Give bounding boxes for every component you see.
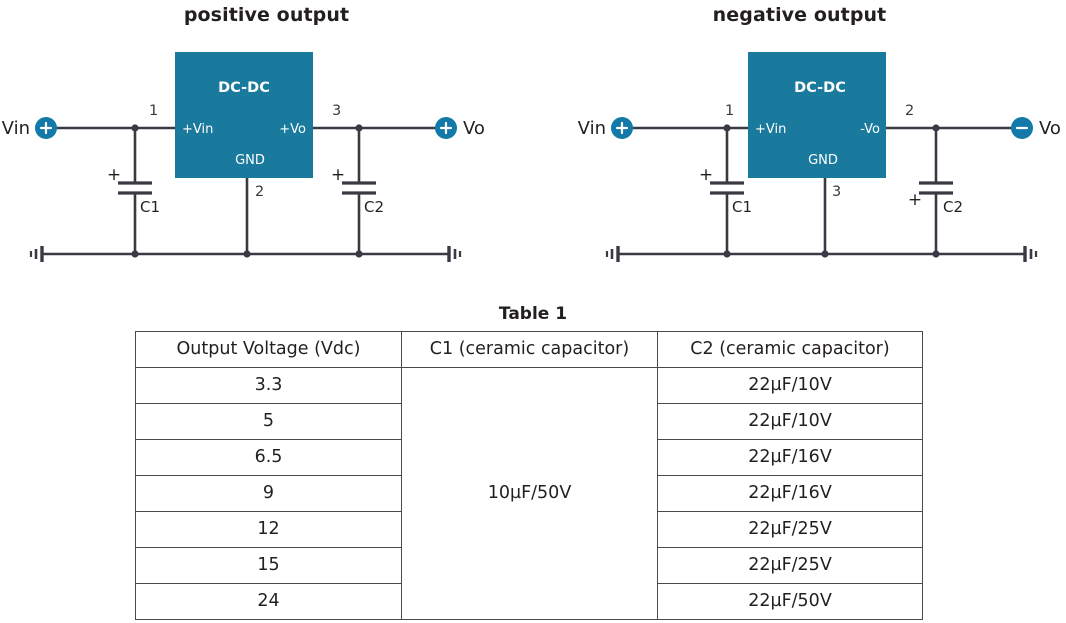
c1-label-negative: C1	[732, 198, 752, 216]
c2-polarity-sign-negative: +	[908, 190, 922, 210]
cell-c2-value: 22µF/50V	[657, 583, 923, 620]
ic-pin-gnd-label-positive: GND	[235, 153, 265, 168]
c1-polarity-sign-positive: +	[107, 165, 121, 185]
cell-output-voltage: 12	[135, 511, 402, 548]
junction-dot	[932, 124, 940, 132]
table-row: 6.5 22µF/16V	[135, 439, 923, 476]
junction-dot	[243, 250, 251, 258]
vin-terminal-label-negative: Vin	[578, 118, 606, 139]
cell-output-voltage: 5	[135, 403, 402, 440]
vout-terminal-badge-negative	[1011, 117, 1033, 139]
pin-number-3-positive: 3	[332, 103, 341, 119]
table-caption: Table 1	[498, 304, 568, 324]
junction-dot	[723, 124, 731, 132]
positive-output-circuit-diagram: DC-DC +Vin +Vo GND 1 2 3 + C1 + C2 Vin	[2, 52, 485, 262]
c2-label-negative: C2	[943, 198, 963, 216]
negative-circuit-title: negative output	[712, 4, 887, 26]
junction-dot	[131, 124, 139, 132]
junction-dot	[355, 124, 363, 132]
table-row: 3.3 10µF/50V 22µF/10V	[135, 367, 923, 620]
junction-dot	[131, 250, 139, 258]
c1-label-positive: C1	[140, 198, 160, 216]
table-row: 9 22µF/16V	[135, 475, 923, 512]
dc-dc-converter-block-negative	[748, 52, 886, 178]
junction-dot	[821, 250, 829, 258]
ground-symbol-right-positive	[447, 246, 462, 262]
capacitor-selection-table: Output Voltage (Vdc) C1 (ceramic capacit…	[135, 331, 923, 620]
header-output-voltage: Output Voltage (Vdc)	[135, 331, 402, 368]
c1-polarity-sign-negative: +	[699, 165, 713, 185]
cell-output-voltage: 6.5	[135, 439, 402, 476]
table-row: 15 22µF/25V	[135, 547, 923, 584]
ground-symbol-left-negative	[605, 246, 620, 262]
cell-output-voltage: 9	[135, 475, 402, 512]
pin-number-1-positive: 1	[149, 103, 158, 119]
cell-c2-value: 22µF/10V	[657, 403, 923, 440]
ic-title-label-negative: DC-DC	[794, 80, 846, 96]
cell-c2-value: 22µF/25V	[657, 511, 923, 548]
pin-number-1-negative: 1	[725, 103, 734, 119]
cell-c2-value: 22µF/16V	[657, 439, 923, 476]
junction-dot	[932, 250, 940, 258]
pin-number-2-positive: 2	[255, 184, 264, 200]
ic-pin-vin-label-negative: +Vin	[755, 122, 786, 137]
header-c1: C1 (ceramic capacitor)	[401, 331, 658, 368]
cell-c2-value: 22µF/10V	[657, 367, 923, 404]
table-header-row: Output Voltage (Vdc) C1 (ceramic capacit…	[135, 331, 923, 368]
cell-output-voltage: 24	[135, 583, 402, 620]
cell-output-voltage: 15	[135, 547, 402, 584]
vout-terminal-badge-positive	[435, 117, 457, 139]
pin-number-3-negative: 3	[832, 184, 841, 200]
table-row: 12 22µF/25V	[135, 511, 923, 548]
vin-terminal-label-positive: Vin	[2, 118, 30, 139]
dc-dc-converter-block-positive	[175, 52, 313, 178]
pin-number-2-negative: 2	[905, 103, 914, 119]
vout-terminal-label-positive: Vo	[463, 118, 485, 139]
c2-polarity-sign-positive: +	[331, 165, 345, 185]
cell-c2-value: 22µF/16V	[657, 475, 923, 512]
c2-label-positive: C2	[364, 198, 384, 216]
cell-output-voltage: 3.3	[135, 367, 402, 404]
ic-pin-vout-label-positive: +Vo	[279, 122, 306, 137]
ic-pin-vin-label-positive: +Vin	[182, 122, 213, 137]
table-row: 24 22µF/50V	[135, 583, 923, 620]
ic-pin-gnd-label-negative: GND	[808, 153, 838, 168]
cell-c2-value: 22µF/25V	[657, 547, 923, 584]
vout-terminal-label-negative: Vo	[1039, 118, 1061, 139]
ground-symbol-left-positive	[29, 246, 44, 262]
vin-terminal-badge-negative	[611, 117, 633, 139]
negative-output-circuit-diagram: DC-DC +Vin -Vo GND 1 3 2 + C1 + C2 Vin	[578, 52, 1061, 262]
ic-pin-vout-label-negative: -Vo	[860, 122, 880, 137]
table-row: 5 22µF/10V	[135, 403, 923, 440]
junction-dot	[355, 250, 363, 258]
cell-c1-value: 10µF/50V	[401, 367, 658, 620]
junction-dot	[723, 250, 731, 258]
ground-symbol-right-negative	[1023, 246, 1038, 262]
vin-terminal-badge-positive	[35, 117, 57, 139]
ic-title-label-positive: DC-DC	[218, 80, 270, 96]
positive-circuit-title: positive output	[183, 4, 350, 26]
header-c2: C2 (ceramic capacitor)	[657, 331, 923, 368]
